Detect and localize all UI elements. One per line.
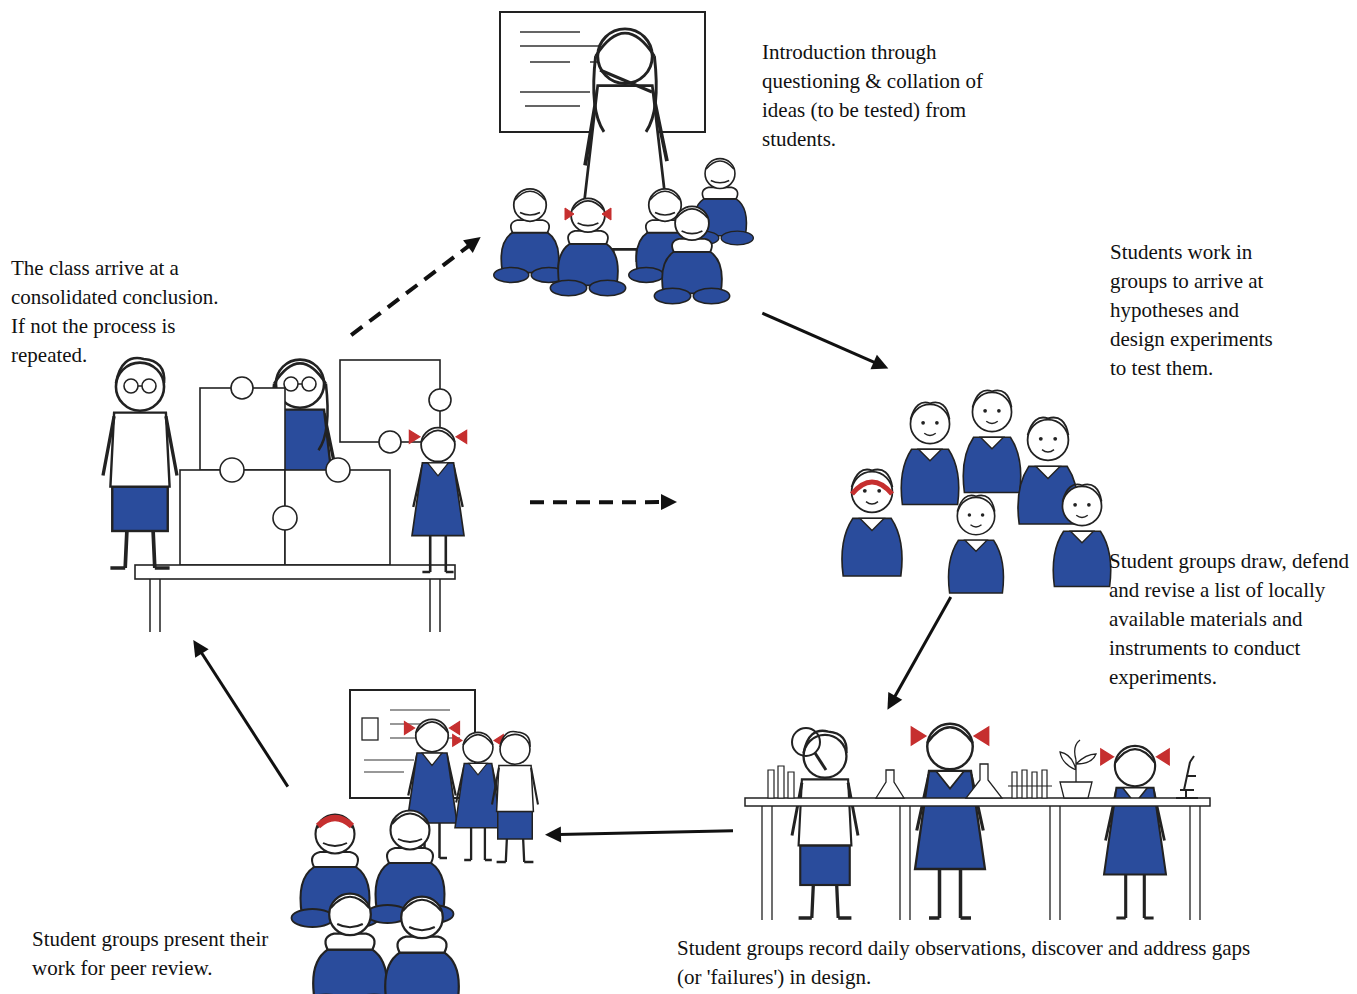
table-legs [150, 579, 440, 632]
teacher-arm [600, 70, 652, 92]
student [1053, 484, 1111, 586]
arrow-line [351, 245, 469, 335]
plant [1060, 740, 1096, 782]
seated-student [494, 189, 567, 283]
arrow-line [894, 597, 950, 698]
red-hairband [318, 818, 352, 826]
student [842, 470, 902, 576]
flask [876, 770, 904, 798]
arrow-line [559, 831, 733, 835]
table [135, 565, 455, 579]
test-tubes [768, 766, 794, 798]
student [949, 495, 1004, 593]
arrow-head [545, 826, 561, 842]
student [1101, 746, 1169, 918]
intro-illustration [494, 12, 754, 304]
caption-box: Student groups draw, defend and revise a… [1109, 547, 1353, 692]
flask [966, 764, 1002, 798]
plant-pot [1060, 782, 1092, 798]
stage-caption: Students work in groups to arrive at hyp… [1110, 238, 1286, 383]
arrow-head [887, 692, 902, 710]
arrow-head [661, 494, 677, 510]
audience-student [376, 897, 469, 994]
dashed-flow-arrow [351, 237, 480, 335]
microscope [1176, 756, 1198, 798]
flow-arrow [887, 597, 950, 710]
flow-arrow [193, 640, 288, 787]
student [409, 428, 466, 572]
stage-caption: Student groups present their work for pe… [32, 925, 276, 983]
arrow-head [193, 640, 208, 658]
caption-box: Students work in groups to arrive at hyp… [1110, 238, 1286, 383]
flow-arrow [545, 826, 733, 842]
student [912, 724, 989, 918]
arrow-line [201, 652, 288, 787]
arrow-line [762, 313, 875, 363]
caption-box: Student groups present their work for pe… [32, 925, 276, 983]
magnifier-handle [815, 753, 826, 770]
glasses [124, 379, 156, 393]
flow-arrow [762, 313, 888, 369]
stage-node: Student groups present their work for pe… [290, 685, 535, 985]
stage-caption: Introduction through questioning & colla… [762, 38, 994, 154]
stage-caption: Student groups draw, defend and revise a… [1109, 547, 1353, 692]
dashed-flow-arrow [530, 494, 677, 510]
caption-box: Introduction through questioning & colla… [762, 38, 994, 154]
audience-student [304, 894, 397, 994]
student [792, 731, 858, 918]
peer-illustration [292, 690, 539, 994]
arrow-line [530, 500, 663, 504]
stage-node: The class arrive at a consolidated concl… [100, 340, 460, 635]
table-legs [762, 806, 1200, 920]
glasses [284, 377, 316, 391]
red-hairband [852, 482, 892, 494]
presenter [492, 732, 538, 862]
red-ribbon [565, 208, 611, 220]
arrow-head [463, 237, 481, 253]
student [103, 358, 177, 568]
group-illustration [842, 390, 1111, 593]
lab-table [745, 798, 1210, 806]
caption-box: Student groups record daily observations… [677, 934, 1267, 992]
puzzle-illustration [103, 358, 467, 632]
stage-node: Students work in groups to arrive at hyp… [835, 370, 1120, 590]
seated-student [654, 206, 729, 303]
lab-illustration [745, 724, 1210, 920]
board-figure [362, 718, 378, 740]
student [901, 402, 959, 504]
magnifier [792, 728, 820, 756]
stage-caption: The class arrive at a consolidated concl… [11, 254, 226, 370]
tube-rack [1008, 770, 1052, 798]
stage-node: Introduction through questioning & colla… [495, 10, 755, 310]
stage-caption: Student groups record daily observations… [677, 934, 1267, 992]
seated-student [550, 198, 625, 295]
stage-node: Student groups record daily observations… [745, 715, 1210, 925]
student [963, 390, 1021, 492]
presenter [453, 732, 504, 860]
puzzle-pieces [180, 360, 451, 565]
caption-box: The class arrive at a consolidated concl… [11, 254, 226, 370]
arrow-head [870, 355, 888, 370]
